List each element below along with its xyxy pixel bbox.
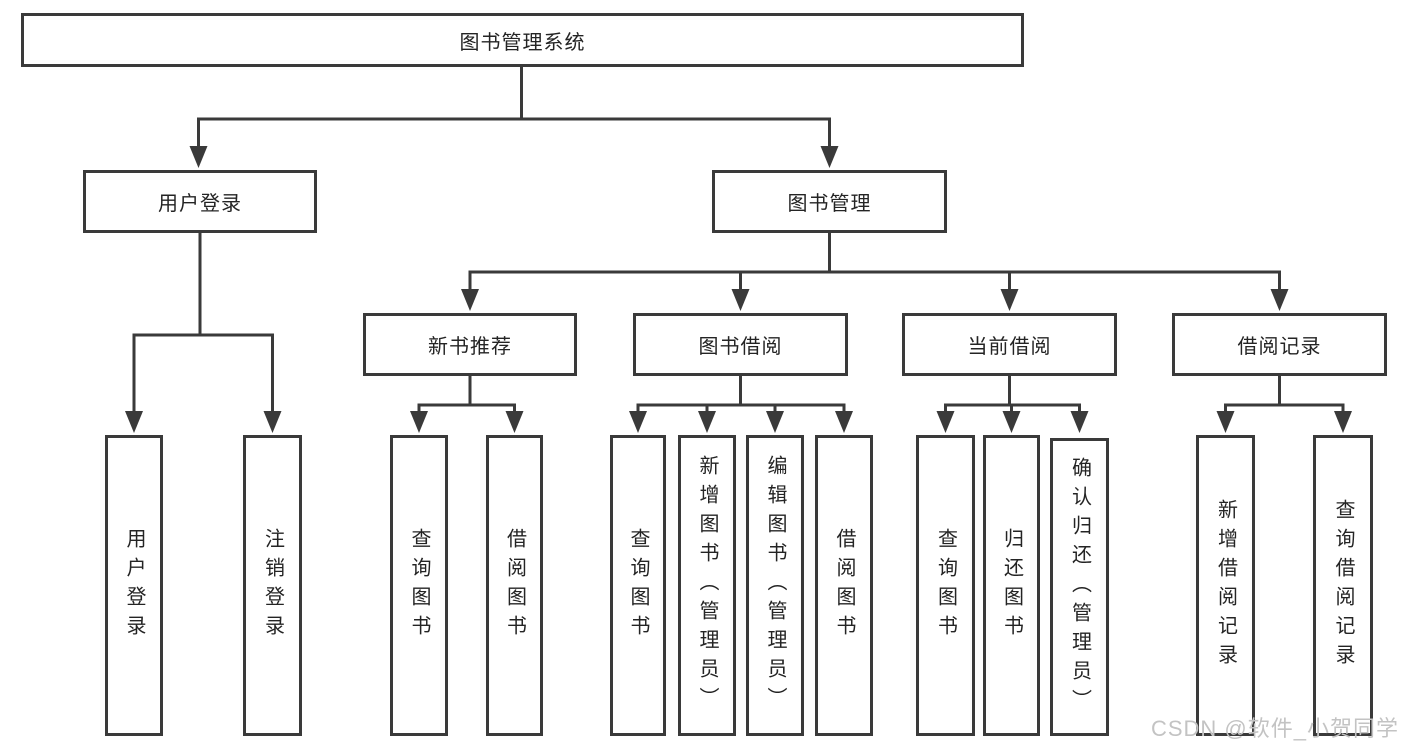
arrow-down-icon <box>629 411 647 433</box>
node-book-borrowing: 图书借阅 <box>633 313 848 376</box>
leaf-return-books: 归还图书 <box>983 435 1040 736</box>
leaf-edit-book-admin: 编辑图书（管理员） <box>746 435 804 736</box>
arrow-down-icon <box>1000 289 1019 311</box>
leaf-query-books-borrowing: 查询图书 <box>610 435 666 736</box>
arrow-down-icon <box>1002 411 1021 433</box>
leaf-query-books-recommend: 查询图书 <box>390 435 448 736</box>
arrow-down-icon <box>263 411 282 433</box>
node-library-system: 图书管理系统 <box>21 13 1024 67</box>
leaf-query-books-current: 查询图书 <box>916 435 975 736</box>
arrow-down-icon <box>505 411 524 433</box>
leaf-confirm-return-admin: 确认归还（管理员） <box>1050 438 1109 736</box>
arrow-down-icon <box>1270 289 1289 311</box>
watermark-text: CSDN @软件_小贺同学 <box>1150 716 1399 741</box>
leaf-query-borrow-record: 查询借阅记录 <box>1313 435 1373 736</box>
leaf-logout: 注销登录 <box>243 435 302 736</box>
leaf-borrow-books-recommend: 借阅图书 <box>486 435 543 736</box>
leaf-add-borrow-record: 新增借阅记录 <box>1196 435 1255 736</box>
node-current-borrowing: 当前借阅 <box>902 313 1117 376</box>
arrow-down-icon <box>936 411 955 433</box>
arrow-down-icon <box>189 146 208 168</box>
leaf-user-login: 用户登录 <box>105 435 163 736</box>
arrow-down-icon <box>410 411 428 433</box>
arrow-down-icon <box>1334 411 1352 433</box>
leaf-borrow-books: 借阅图书 <box>815 435 873 736</box>
arrow-down-icon <box>835 411 853 433</box>
arrow-down-icon <box>1216 411 1235 433</box>
arrow-down-icon <box>731 289 750 311</box>
arrow-down-icon <box>766 411 784 433</box>
leaf-add-book-admin: 新增图书（管理员） <box>678 435 736 736</box>
arrow-down-icon <box>1070 411 1089 433</box>
node-user-login: 用户登录 <box>83 170 317 233</box>
node-borrowing-records: 借阅记录 <box>1172 313 1387 376</box>
node-book-management: 图书管理 <box>712 170 947 233</box>
arrow-down-icon <box>461 289 479 311</box>
arrow-down-icon <box>698 411 716 433</box>
node-new-book-recommend: 新书推荐 <box>363 313 577 376</box>
arrow-down-icon <box>820 146 839 168</box>
arrow-down-icon <box>125 411 143 433</box>
